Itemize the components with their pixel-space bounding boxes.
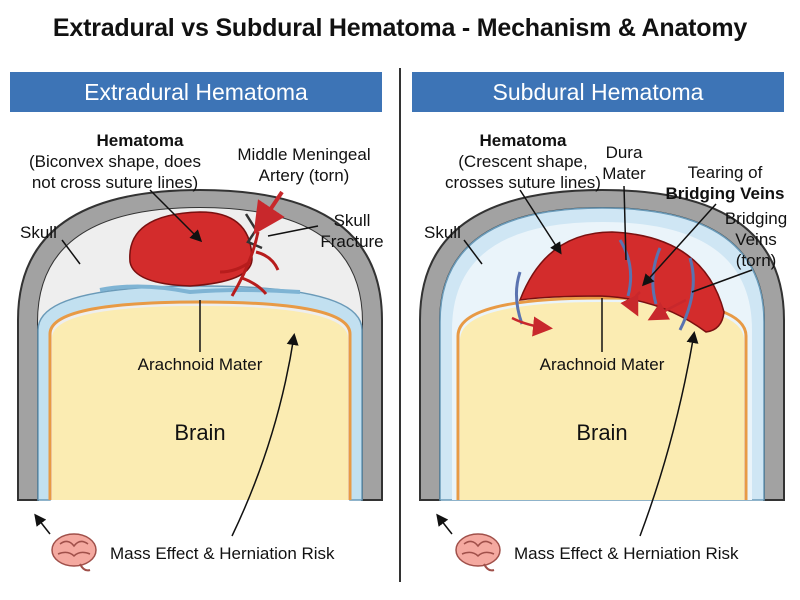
left-hematoma-desc-1: (Biconvex shape, does bbox=[29, 152, 201, 171]
left-panel-header: Extradural Hematoma bbox=[10, 72, 382, 112]
left-brain-label: Brain bbox=[174, 420, 226, 445]
right-brain bbox=[460, 302, 744, 500]
left-hematoma bbox=[129, 211, 253, 287]
page-title: Extradural vs Subdural Hematoma - Mechan… bbox=[52, 14, 748, 42]
right-dura-label-2: Mater bbox=[602, 164, 646, 183]
left-artery-label-1: Middle Meningeal bbox=[237, 145, 371, 164]
left-hematoma-label: Hematoma bbox=[96, 131, 184, 150]
right-brain-label: Brain bbox=[576, 420, 628, 445]
right-veins-label-1: Bridging bbox=[724, 209, 788, 228]
right-veins-label-2: Veins bbox=[735, 230, 777, 249]
right-mass-effect-label: Mass Effect & Herniation Risk bbox=[514, 544, 739, 563]
right-bridging-veins bbox=[515, 239, 695, 331]
brain-icon bbox=[51, 533, 97, 572]
right-tearing-label-2: Bridging Veins bbox=[665, 184, 785, 203]
left-artery-label-2: Artery (torn) bbox=[258, 166, 350, 185]
left-fracture-label-1: Skull bbox=[333, 211, 371, 230]
right-dura-label-1: Dura bbox=[605, 143, 643, 162]
left-skull-label: Skull bbox=[20, 223, 57, 242]
left-fracture-label-2: Fracture bbox=[320, 232, 384, 251]
left-meningeal-artery bbox=[219, 231, 280, 297]
left-brain bbox=[52, 306, 348, 500]
right-arachnoid-label: Arachnoid Mater bbox=[539, 355, 665, 374]
right-tearing-label-1: Tearing of bbox=[687, 163, 763, 182]
left-head-cross-section bbox=[17, 188, 383, 537]
right-panel-header: Subdural Hematoma bbox=[412, 72, 784, 112]
right-skull-label: Skull bbox=[424, 223, 461, 242]
left-mass-effect-label: Mass Effect & Herniation Risk bbox=[110, 544, 335, 563]
brain-icon bbox=[455, 533, 501, 572]
right-hematoma-label: Hematoma bbox=[479, 131, 567, 150]
panel-divider bbox=[399, 68, 401, 582]
right-hematoma-desc-1: (Crescent shape, bbox=[458, 152, 588, 171]
right-head-cross-section bbox=[419, 185, 785, 537]
right-veins-label-3: (torn) bbox=[735, 251, 777, 270]
left-hematoma-desc-2: not cross suture lines) bbox=[31, 173, 199, 192]
left-arachnoid-label: Arachnoid Mater bbox=[137, 355, 263, 374]
right-hematoma-desc-2: crosses suture lines) bbox=[445, 173, 601, 192]
